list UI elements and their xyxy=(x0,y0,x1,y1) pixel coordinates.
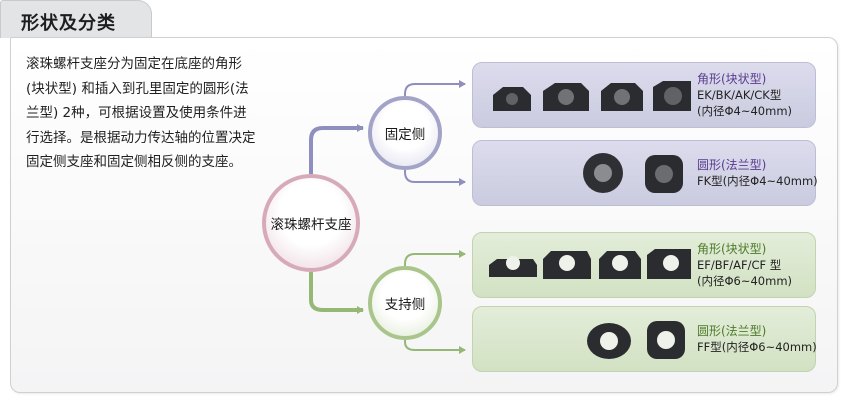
card-model: EF/BF/AF/CF 型 xyxy=(697,258,782,272)
card-fixed-round-text: 圆形(法兰型) FK型(内径Φ4~40mm) xyxy=(697,157,818,189)
block-support-images xyxy=(489,249,691,279)
flange-support-images xyxy=(583,153,683,193)
root-node: 滚珠螺杆支座 xyxy=(262,174,360,272)
card-support-square: 角形(块状型) EF/BF/AF/CF 型 (内径Φ6~40mm) xyxy=(472,232,816,298)
arrow-root-to-fixed xyxy=(309,124,364,174)
support-side-label: 支持侧 xyxy=(384,297,426,313)
card-model: FK型(内径Φ4~40mm) xyxy=(697,174,818,188)
section-title: 形状及分类 xyxy=(21,13,116,34)
root-node-label: 滚珠螺杆支座 xyxy=(270,217,352,233)
card-model: FF型(内径Φ6~40mm) xyxy=(697,340,817,354)
card-support-round-text: 圆形(法兰型) FF型(内径Φ6~40mm) xyxy=(697,323,817,355)
card-title: 角形(块状型) xyxy=(697,242,767,256)
support-side-node: 支持侧 xyxy=(368,266,442,340)
arrow-fixed-to-round xyxy=(404,170,466,186)
card-title: 圆形(法兰型) xyxy=(697,324,767,338)
card-support-square-text: 角形(块状型) EF/BF/AF/CF 型 (内径Φ6~40mm) xyxy=(697,241,792,289)
section-tab: 形状及分类 xyxy=(0,0,152,38)
card-support-round: 圆形(法兰型) FF型(内径Φ6~40mm) xyxy=(472,306,817,372)
description-text: 滚珠螺杆支座分为固定在底座的角形(块状型) 和插入到孔里固定的圆形(法兰型) 2… xyxy=(26,56,256,170)
arrow-fixed-to-square xyxy=(404,80,466,96)
card-title: 圆形(法兰型) xyxy=(697,158,767,172)
arrow-support-to-square xyxy=(404,250,466,266)
card-range: (内径Φ6~40mm) xyxy=(697,274,793,288)
card-range: (内径Φ4~40mm) xyxy=(697,104,793,118)
card-fixed-round: 圆形(法兰型) FK型(内径Φ4~40mm) xyxy=(472,140,818,206)
fixed-side-label: 固定侧 xyxy=(384,127,426,143)
block-support-images xyxy=(493,81,691,111)
arrow-support-to-round xyxy=(404,340,466,354)
flange-support-images xyxy=(587,321,685,359)
fixed-side-node: 固定侧 xyxy=(368,96,442,170)
arrow-root-to-support xyxy=(309,272,364,314)
card-title: 角形(块状型) xyxy=(697,72,767,86)
card-fixed-square: 角形(块状型) EK/BK/AK/CK型 (内径Φ4~40mm) xyxy=(472,62,816,128)
card-fixed-square-text: 角形(块状型) EK/BK/AK/CK型 (内径Φ4~40mm) xyxy=(697,71,792,119)
card-model: EK/BK/AK/CK型 xyxy=(697,88,782,102)
